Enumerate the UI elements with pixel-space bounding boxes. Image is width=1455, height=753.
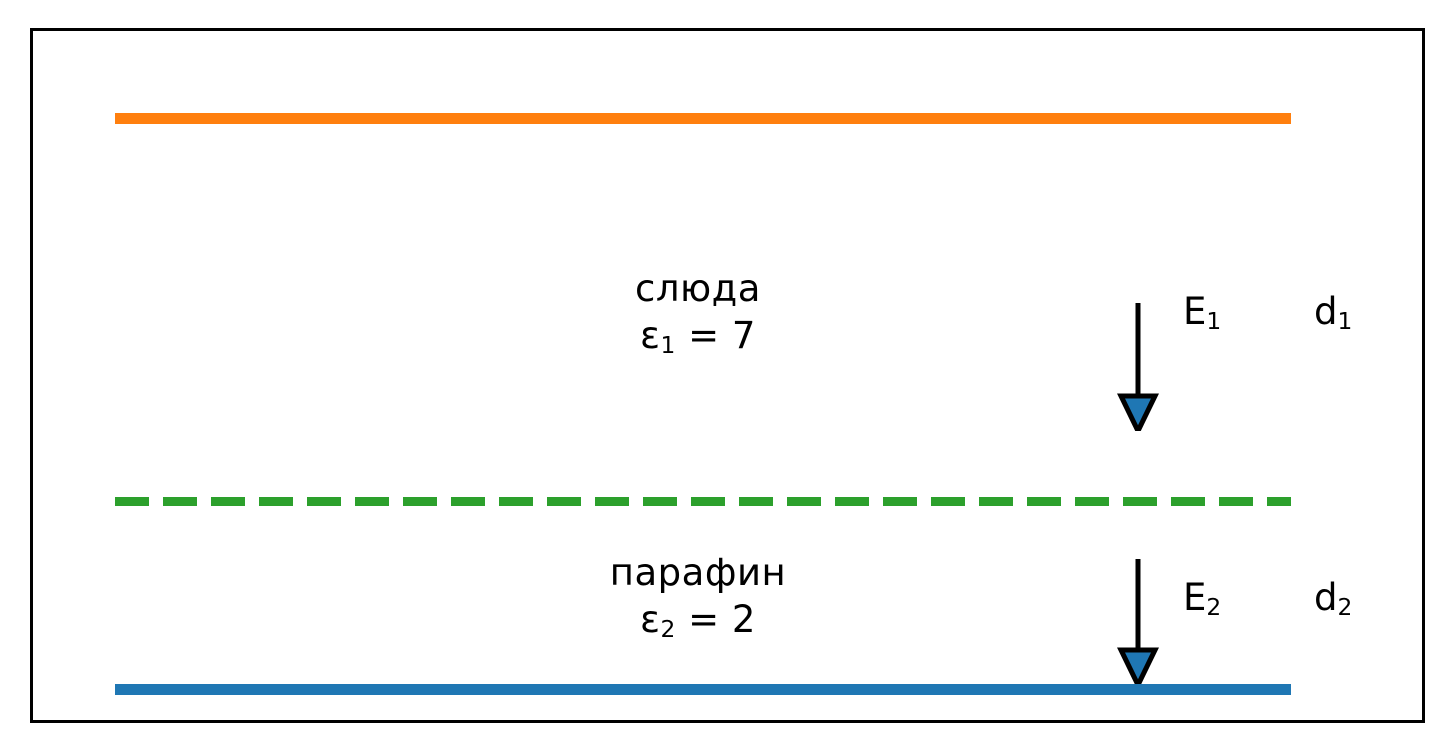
thickness-label-2-symbol: d — [1314, 576, 1338, 619]
dielectric-interface-line — [115, 497, 1291, 506]
figure-frame: слюда ε1 = 7 E1 d1 парафин ε2 = 2 — [30, 28, 1425, 723]
field-label-1-index: 1 — [1206, 308, 1222, 336]
thickness-label-2: d2 — [1314, 579, 1352, 621]
layer-1-permittivity-symbol: ε — [640, 314, 661, 357]
field-label-1: E1 — [1183, 293, 1221, 335]
layer-2-permittivity-index: 2 — [660, 616, 676, 644]
layer-2-permittivity: ε2 = 2 — [640, 598, 756, 644]
layer-1-permittivity-index: 1 — [660, 332, 676, 360]
thickness-label-1-symbol: d — [1314, 290, 1338, 333]
layer-1-label: слюда ε1 = 7 — [498, 265, 898, 364]
thickness-label-1-index: 1 — [1337, 308, 1353, 336]
field-label-2: E2 — [1183, 579, 1221, 621]
thickness-label-2-index: 2 — [1337, 594, 1353, 622]
layer-2-permittivity-symbol: ε — [640, 598, 661, 641]
field-label-2-symbol: E — [1183, 576, 1207, 619]
field-label-2-index: 2 — [1206, 594, 1222, 622]
layer-1-material-name: слюда — [635, 267, 761, 310]
layer-1-permittivity: ε1 = 7 — [640, 314, 756, 360]
top-plate — [115, 113, 1291, 124]
field-label-1-symbol: E — [1183, 290, 1207, 333]
field-arrow-1 — [1117, 303, 1159, 431]
thickness-label-1: d1 — [1314, 293, 1352, 335]
layer-2-label: парафин ε2 = 2 — [498, 549, 898, 648]
layer-2-material-name: парафин — [609, 551, 787, 594]
bottom-plate — [115, 684, 1291, 695]
field-arrow-2 — [1117, 559, 1159, 685]
layer-2-permittivity-value: 2 — [731, 598, 756, 641]
layer-1-permittivity-value: 7 — [731, 314, 756, 357]
